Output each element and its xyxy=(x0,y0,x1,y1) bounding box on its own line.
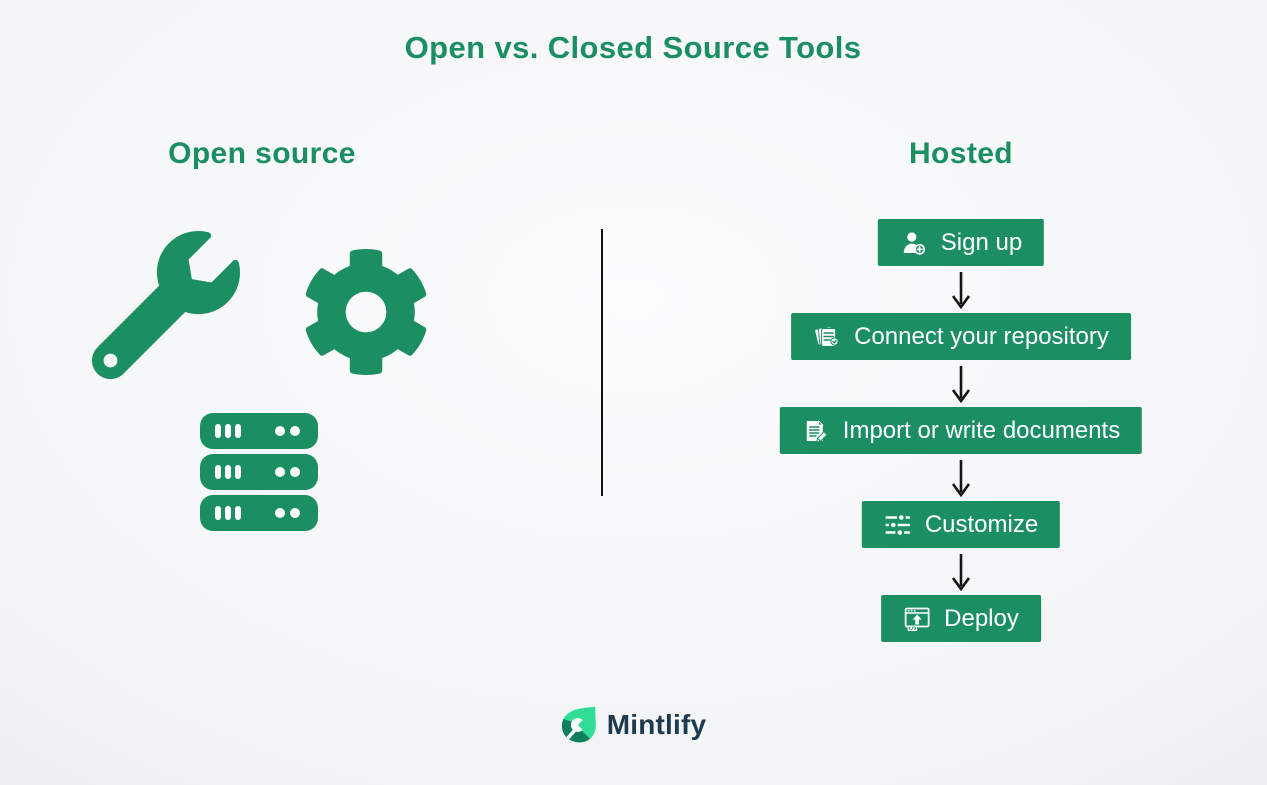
flow-arrow-down-icon xyxy=(951,366,971,403)
mintlify-leaf-icon xyxy=(561,706,596,743)
document-edit-icon xyxy=(806,419,828,443)
step-label: Connect your repository xyxy=(854,322,1109,350)
repository-documents-icon xyxy=(814,325,839,347)
flow-arrow-down-icon xyxy=(951,554,971,591)
divider-line xyxy=(601,229,603,496)
flow-arrow-down-icon xyxy=(951,272,971,309)
step-connect-repository: Connect your repository xyxy=(791,313,1131,360)
open-source-heading: Open source xyxy=(168,137,356,170)
step-sign-up: Sign up xyxy=(877,219,1045,266)
sliders-icon xyxy=(885,512,911,537)
hosted-heading: Hosted xyxy=(908,137,1014,170)
brand-lockup: Mintlify xyxy=(560,704,707,746)
step-customize: Customize xyxy=(861,501,1061,548)
step-import-write-documents: Import or write documents xyxy=(779,407,1143,454)
flow-arrow-down-icon xyxy=(951,460,971,497)
wrench-icon xyxy=(92,231,240,380)
step-label: Import or write documents xyxy=(842,416,1121,444)
server-stack-icon xyxy=(200,413,318,531)
step-label: Sign up xyxy=(940,228,1023,256)
user-plus-icon xyxy=(903,231,926,255)
deploy-window-icon xyxy=(904,607,930,631)
gear-icon xyxy=(305,249,427,375)
step-label: Deploy xyxy=(944,604,1019,632)
step-label: Customize xyxy=(924,510,1039,538)
step-deploy: Deploy xyxy=(881,595,1041,642)
page-title: Open vs. Closed Source Tools xyxy=(404,30,862,65)
brand-name: Mintlify xyxy=(606,709,707,740)
